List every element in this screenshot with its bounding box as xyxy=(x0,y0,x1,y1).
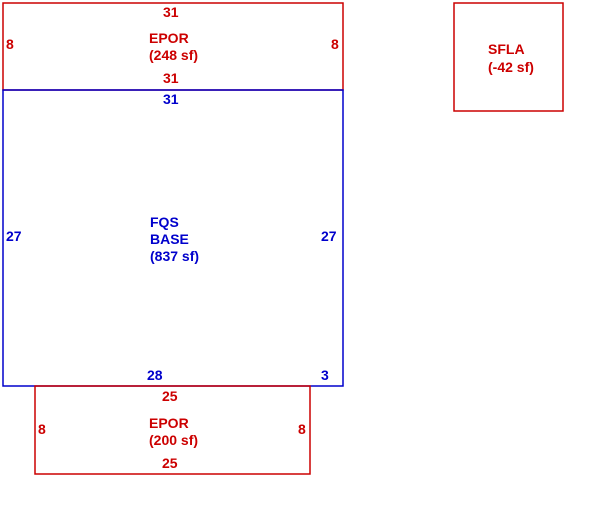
epor-bottom-area: 25 8 8 EPOR (200 sf) 25 xyxy=(34,385,311,475)
base-code: FQS xyxy=(150,214,179,230)
sfla-outline xyxy=(453,2,564,112)
base-dim-left: 27 xyxy=(6,228,22,244)
epor-bottom-dim-right: 8 xyxy=(298,421,306,437)
epor-bottom-outline xyxy=(34,385,311,475)
epor-bottom-dim-top: 25 xyxy=(162,388,178,404)
epor-bottom-dim-left: 8 xyxy=(38,421,46,437)
sfla-area: SFLA (-42 sf) xyxy=(453,2,564,112)
epor-bottom-area-label: (200 sf) xyxy=(149,432,198,448)
base-name: BASE xyxy=(150,231,189,247)
epor-top-area: 31 8 8 EPOR (248 sf) 31 xyxy=(2,2,344,91)
epor-bottom-name: EPOR xyxy=(149,415,189,431)
base-dim-bottom-right: 3 xyxy=(321,367,329,383)
base-area: 31 27 27 FQS BASE (837 sf) 28 3 xyxy=(2,89,344,387)
sfla-name: SFLA xyxy=(488,41,525,57)
sfla-area-label: (-42 sf) xyxy=(488,59,534,75)
base-dim-right: 27 xyxy=(321,228,337,244)
base-area-label: (837 sf) xyxy=(150,248,199,264)
epor-bottom-dim-bottom: 25 xyxy=(162,455,178,471)
epor-top-dim-bottom: 31 xyxy=(163,70,179,86)
epor-top-dim-right: 8 xyxy=(331,36,339,52)
epor-top-dim-left: 8 xyxy=(6,36,14,52)
epor-top-area-label: (248 sf) xyxy=(149,47,198,63)
epor-top-dim-top: 31 xyxy=(163,4,179,20)
epor-top-name: EPOR xyxy=(149,30,189,46)
base-dim-top: 31 xyxy=(163,91,179,107)
base-dim-bottom-left: 28 xyxy=(147,367,163,383)
